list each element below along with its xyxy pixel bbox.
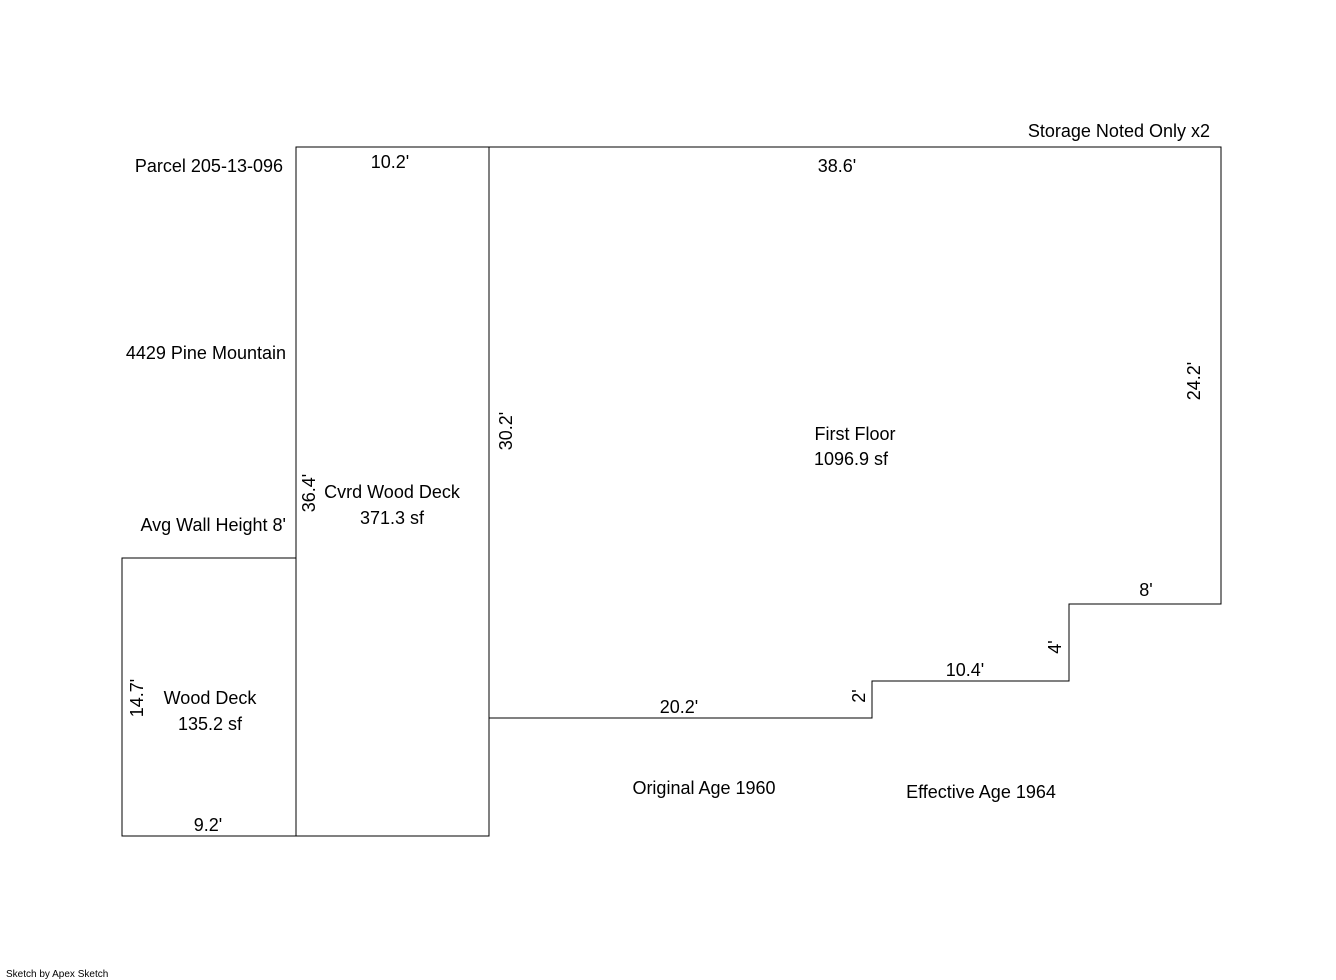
first-floor-bottom-dimension: 20.2'	[660, 697, 698, 717]
first-floor-step-riser-1-dimension: 4'	[1045, 640, 1065, 653]
wood-deck-outline	[121, 557, 297, 837]
wood-deck-bottom-dimension: 9.2'	[194, 815, 222, 835]
parcel-label: Parcel 205-13-096	[135, 156, 283, 176]
address-label: 4429 Pine Mountain	[126, 343, 286, 363]
covered-deck-left-dimension: 36.4'	[299, 474, 319, 512]
first-floor-area: 1096.9 sf	[814, 449, 889, 469]
covered-deck-top-dimension: 10.2'	[371, 152, 409, 172]
original-age-label: Original Age 1960	[632, 778, 775, 798]
wall-height-label: Avg Wall Height 8'	[140, 515, 286, 535]
wood-deck-left-dimension: 14.7'	[127, 679, 147, 717]
first-floor-step-mid-dimension: 10.4'	[946, 660, 984, 680]
covered-wood-deck-outline	[295, 146, 490, 837]
wood-deck-name: Wood Deck	[164, 688, 258, 708]
first-floor-step-top-dimension: 8'	[1139, 580, 1152, 600]
first-floor-step-riser-2-dimension: 2'	[849, 689, 869, 702]
first-floor-outline	[488, 146, 1222, 719]
first-floor-top-dimension: 38.6'	[818, 156, 856, 176]
first-floor-left-dimension: 30.2'	[496, 412, 516, 450]
first-floor-right-dimension: 24.2'	[1184, 362, 1204, 400]
sketch-credit: Sketch by Apex Sketch	[6, 969, 108, 980]
covered-deck-area: 371.3 sf	[360, 508, 425, 528]
effective-age-label: Effective Age 1964	[906, 782, 1056, 802]
covered-deck-name: Cvrd Wood Deck	[324, 482, 461, 502]
first-floor-name: First Floor	[815, 424, 896, 444]
wood-deck-area: 135.2 sf	[178, 714, 243, 734]
storage-note: Storage Noted Only x2	[1028, 121, 1210, 141]
